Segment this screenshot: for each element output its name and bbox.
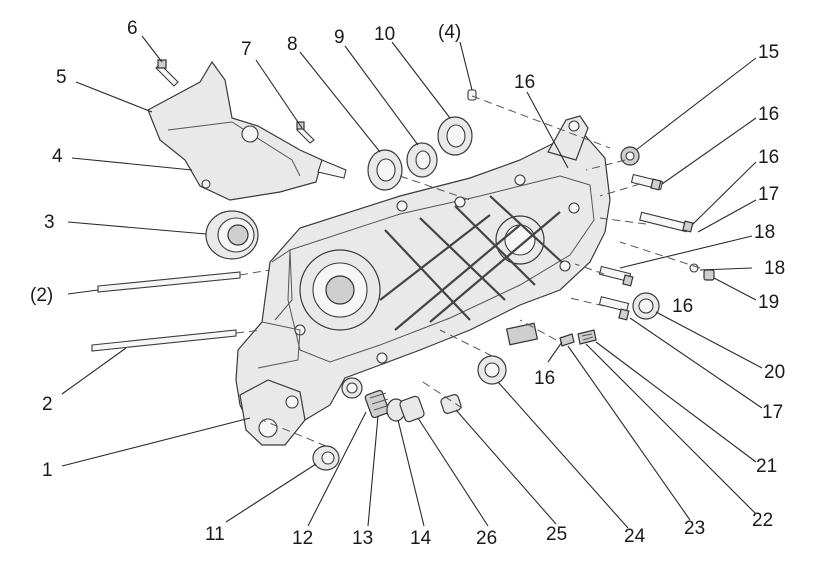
callout-15: 15 xyxy=(758,42,779,63)
bearing-9 xyxy=(406,142,438,178)
callout-25: 25 xyxy=(546,524,567,545)
crankcase-housing xyxy=(235,115,611,446)
callout-18b: 18 xyxy=(764,258,785,279)
callout-4-paren: (4) xyxy=(438,22,461,43)
callout-16d: 16 xyxy=(672,296,693,317)
callout-22: 22 xyxy=(752,510,773,531)
callout-24: 24 xyxy=(624,526,646,547)
callout-2-paren: (2) xyxy=(30,285,53,306)
callout-9: 9 xyxy=(334,27,345,48)
callout-19: 19 xyxy=(758,292,779,313)
callout-21: 21 xyxy=(756,456,777,477)
callout-16e: 16 xyxy=(534,368,555,389)
callout-20: 20 xyxy=(764,362,785,383)
callout-18a: 18 xyxy=(754,222,775,243)
callout-26: 26 xyxy=(476,528,497,549)
bushing-15 xyxy=(620,146,640,166)
seal-24 xyxy=(477,355,507,385)
callout-16b: 16 xyxy=(758,104,779,125)
callout-23: 23 xyxy=(684,518,705,539)
callout-10: 10 xyxy=(374,24,395,45)
callout-2: 2 xyxy=(42,394,53,415)
callout-3: 3 xyxy=(44,212,55,233)
bearing-3 xyxy=(205,210,259,260)
leader-lines xyxy=(61,35,763,529)
callout-1: 1 xyxy=(42,460,53,481)
callout-8: 8 xyxy=(287,34,298,55)
callout-13: 13 xyxy=(352,528,373,549)
bolts xyxy=(155,59,715,347)
callout-11: 11 xyxy=(205,524,225,545)
callout-14: 14 xyxy=(410,528,432,549)
callout-labels: 1 2 (2) 3 4 (4) 5 6 7 8 9 10 11 12 13 14… xyxy=(30,18,785,549)
sleeve-25 xyxy=(440,394,462,414)
callout-17a: 17 xyxy=(758,184,779,205)
mounting-bracket xyxy=(147,60,347,201)
long-studs xyxy=(91,271,241,352)
bushing-11 xyxy=(312,445,340,471)
callout-16a: 16 xyxy=(514,72,535,93)
callout-5: 5 xyxy=(56,67,67,88)
drain-plug-assembly xyxy=(364,389,425,423)
callout-7: 7 xyxy=(241,39,252,60)
bearing-8 xyxy=(367,149,403,191)
callout-6: 6 xyxy=(127,18,138,39)
callout-4: 4 xyxy=(52,146,63,167)
seal-20 xyxy=(632,292,660,320)
callout-16c: 16 xyxy=(758,147,779,168)
callout-12: 12 xyxy=(292,528,313,549)
callout-17b: 17 xyxy=(762,402,783,423)
bearing-10 xyxy=(437,116,473,156)
alignment-lines xyxy=(235,95,701,447)
